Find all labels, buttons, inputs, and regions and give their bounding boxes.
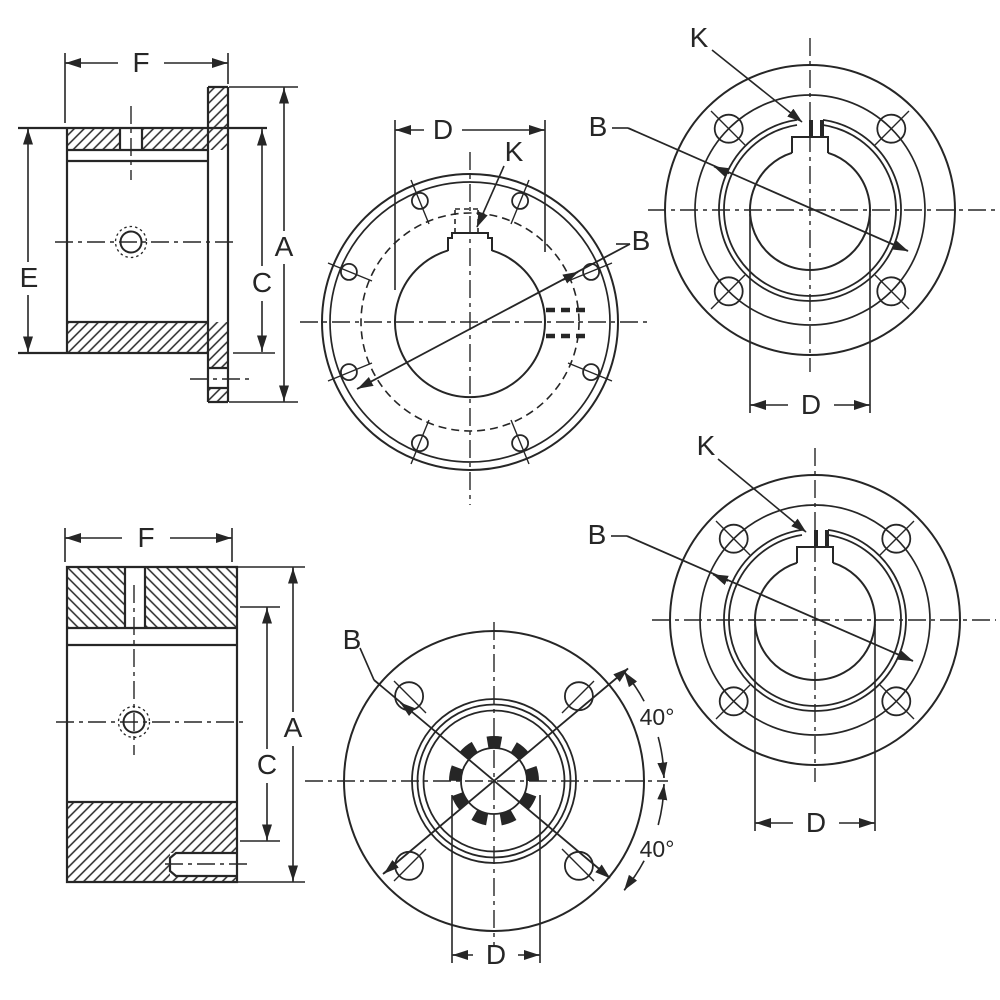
dim-label-e: E (20, 262, 39, 293)
callout-label-b: B (588, 519, 607, 550)
callout-label-b: B (343, 624, 362, 655)
view-hub-front-bottom: K B D (588, 430, 996, 838)
angle-diagonal (382, 667, 629, 875)
dim-a-extensions (229, 86, 298, 403)
view-splined-hub-front: B 40° 40° D (305, 622, 674, 970)
dim-label-f: F (132, 47, 149, 78)
dim-d-extensions (754, 624, 876, 831)
dimensions (359, 647, 668, 963)
bolt-holes (713, 113, 907, 307)
view-hub-front-top: K B D (589, 22, 996, 420)
keyway-seat-walls (809, 120, 824, 137)
leader-k (717, 458, 807, 533)
angle-label-upper: 40° (640, 704, 675, 730)
keyway-seat-walls (814, 530, 829, 547)
bolt-holes (339, 191, 600, 453)
dim-label-d: D (801, 389, 821, 420)
centerlines (648, 38, 996, 372)
callout-label-k: K (697, 430, 716, 461)
leader-k (711, 49, 803, 123)
dim-d-extensions (451, 795, 541, 963)
dimensions (612, 49, 909, 413)
bolt-hole-slashes (715, 520, 915, 720)
bolt-hole-slashes (710, 110, 910, 310)
view-flanged-bushing-side-section: F E A C (18, 47, 298, 404)
dim-label-d: D (486, 939, 506, 970)
keyway-slot (123, 567, 147, 628)
callout-label-k: K (690, 22, 709, 53)
setscrew-hole (117, 705, 151, 739)
centerlines (305, 622, 668, 945)
dim-d-extensions (749, 214, 871, 413)
flange-inner-circle (329, 181, 611, 463)
dimensions (64, 528, 305, 883)
callout-label-k: K (505, 136, 524, 167)
dimensions (23, 53, 298, 403)
angle-arc-lower-1 (657, 783, 665, 826)
dim-c-extensions (240, 606, 280, 842)
dim-f-extensions (64, 528, 233, 562)
dim-label-c: C (252, 267, 272, 298)
centerlines (300, 152, 648, 505)
bolt-hole-slashes (393, 680, 595, 882)
view-flanged-bushing-front: D K B (300, 114, 650, 505)
flange-outer-circle (321, 173, 619, 471)
centerlines (652, 448, 996, 782)
flange-outline (206, 85, 230, 404)
dim-label-a: A (284, 712, 303, 743)
bolt-hole-slashes (327, 179, 613, 465)
dim-f-extensions (64, 53, 229, 123)
dim-label-c: C (257, 749, 277, 780)
bore-circle (394, 249, 546, 399)
part-outline (18, 85, 267, 404)
leader-k (476, 165, 505, 228)
keyway-slot (118, 128, 144, 150)
section-hatching (67, 87, 228, 402)
setscrew-hole (114, 225, 148, 259)
dimensions (611, 458, 914, 831)
callout-label-b: B (589, 111, 608, 142)
callout-label-b: B (632, 225, 651, 256)
dim-d-extensions (394, 120, 546, 290)
view-plain-bushing-side-section: F A C (56, 522, 305, 884)
angle-label-lower: 40° (640, 836, 675, 862)
leader-b (359, 647, 375, 681)
dimensions (356, 120, 631, 390)
centerlines (56, 585, 252, 865)
section-hatching (67, 567, 237, 882)
centerlines (55, 106, 252, 380)
dim-label-d: D (806, 807, 826, 838)
dim-label-f: F (137, 522, 154, 553)
dim-b-diagonal (626, 535, 914, 662)
bolt-holes (718, 523, 912, 717)
dim-b-diagonal (627, 127, 909, 252)
hidden-setscrew-lines (546, 307, 590, 339)
dim-b-diagonal (356, 243, 631, 390)
dim-label-a: A (275, 231, 294, 262)
flange-bolt-hole (208, 366, 228, 390)
dim-label-d: D (433, 114, 453, 145)
